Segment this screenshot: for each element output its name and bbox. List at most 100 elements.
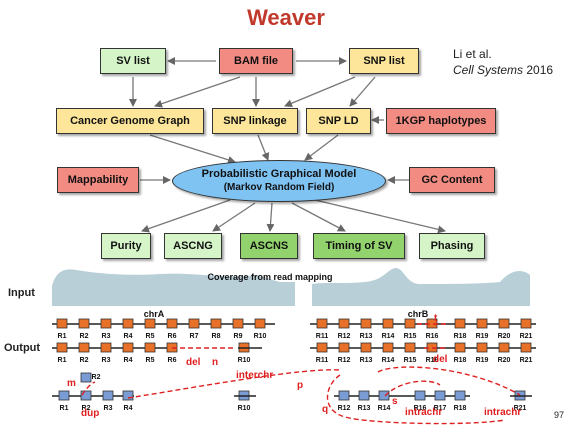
sv-list-node: SV list bbox=[100, 48, 166, 74]
coverage-chrA bbox=[52, 269, 295, 306]
segment-label: R20 bbox=[498, 357, 511, 364]
timing-of-sv-node: Timing of SV bbox=[313, 233, 405, 259]
event-s: s bbox=[392, 396, 398, 407]
model-subtitle: (Markov Random Field) bbox=[223, 182, 335, 193]
segment-r1 bbox=[56, 342, 68, 353]
segment-label: R1 bbox=[58, 333, 67, 340]
segment-label: R14 bbox=[382, 357, 395, 364]
event-m: m bbox=[67, 378, 76, 389]
segment-r3 bbox=[100, 342, 112, 353]
segment-r16 bbox=[414, 390, 426, 401]
event-del-chrB: del bbox=[433, 354, 448, 365]
segment-r4 bbox=[122, 342, 134, 353]
arrow-model-ascns bbox=[266, 202, 275, 232]
segment-r10 bbox=[254, 318, 266, 329]
segment-label: R6 bbox=[168, 333, 177, 340]
segment-label: R13 bbox=[360, 333, 373, 340]
segment-label: R18 bbox=[454, 357, 467, 364]
segment-label: R13 bbox=[358, 405, 371, 412]
chrB-label: chrB bbox=[408, 309, 429, 319]
segment-label: R1 bbox=[58, 357, 67, 364]
gc-content-node: GC Content bbox=[409, 167, 495, 193]
arrow-snplist-linkage bbox=[284, 76, 356, 108]
event-n: n bbox=[212, 357, 218, 368]
segment-label: R5 bbox=[146, 357, 155, 364]
segment-label: R19 bbox=[476, 357, 489, 364]
segment-r5 bbox=[144, 342, 156, 353]
snp-ld-node: SNP LD bbox=[306, 108, 371, 134]
probabilistic-model-node: Probabilistic Graphical Model (Markov Ra… bbox=[172, 160, 386, 202]
segment-label: R7 bbox=[190, 333, 199, 340]
segment-label: R18 bbox=[454, 333, 467, 340]
snp-linkage-node: SNP linkage bbox=[212, 108, 298, 134]
segment-r1 bbox=[56, 318, 68, 329]
phasing-node: Phasing bbox=[419, 233, 485, 259]
kgp-haplotypes-node: 1KGP haplotypes bbox=[386, 108, 496, 134]
segment-r20 bbox=[498, 342, 510, 353]
link-intrachr bbox=[377, 366, 521, 396]
event-intrachr-1: intrachr bbox=[405, 407, 442, 418]
segment-label: R21 bbox=[520, 333, 533, 340]
segment-label: R19 bbox=[476, 333, 489, 340]
input-label: Input bbox=[8, 287, 35, 299]
bam-file-node: BAM file bbox=[219, 48, 293, 74]
segment-label: R14 bbox=[378, 405, 391, 412]
event-interchr: interchr bbox=[236, 370, 273, 381]
segment-label: R4 bbox=[124, 357, 133, 364]
segment-r5 bbox=[144, 318, 156, 329]
segment-label: R16 bbox=[426, 357, 439, 364]
segment-r3 bbox=[102, 390, 114, 401]
segment-label: R12 bbox=[338, 333, 351, 340]
segment-label: R9 bbox=[234, 333, 243, 340]
segment-label: R2 bbox=[82, 405, 91, 412]
segment-r2 bbox=[78, 318, 90, 329]
link-q bbox=[326, 374, 506, 425]
segment-label: R10 bbox=[238, 405, 251, 412]
segment-r19 bbox=[476, 342, 488, 353]
segment-label: R5 bbox=[146, 333, 155, 340]
segment-r2-copy bbox=[80, 390, 92, 401]
model-title: Probabilistic Graphical Model bbox=[201, 168, 357, 180]
segment-label: R4 bbox=[124, 333, 133, 340]
segment-r4 bbox=[122, 318, 134, 329]
segment-r9 bbox=[232, 318, 244, 329]
cancer-genome-graph-node: Cancer Genome Graph bbox=[56, 108, 204, 134]
segment-r19 bbox=[476, 318, 488, 329]
segment-r12 bbox=[338, 342, 350, 353]
chrA-label: chrA bbox=[144, 309, 165, 319]
segment-r21 bbox=[520, 318, 532, 329]
segment-r4 bbox=[122, 390, 134, 401]
segment-label: R11 bbox=[316, 357, 329, 364]
segment-label: R3 bbox=[102, 333, 111, 340]
event-del-chrA: del bbox=[186, 357, 201, 368]
arrow-bam-cgg bbox=[154, 76, 241, 108]
segment-label: R18 bbox=[454, 405, 467, 412]
segment-label: R21 bbox=[520, 357, 533, 364]
segment-r13 bbox=[360, 318, 372, 329]
event-dup: dup bbox=[81, 408, 99, 419]
segment-r13 bbox=[360, 342, 372, 353]
segment-label: R2 bbox=[80, 333, 89, 340]
segment-label: R16 bbox=[426, 333, 439, 340]
segment-label: R8 bbox=[212, 333, 221, 340]
ascns-node: ASCNS bbox=[240, 233, 298, 259]
segment-r13 bbox=[358, 390, 370, 401]
event-p: p bbox=[297, 380, 303, 391]
segment-label: R3 bbox=[104, 405, 113, 412]
event-q: q bbox=[322, 404, 328, 415]
segment-label: R10 bbox=[238, 357, 251, 364]
segment-r11 bbox=[316, 342, 328, 353]
segment-label: R13 bbox=[360, 357, 373, 364]
segment-label: R15 bbox=[404, 333, 417, 340]
segment-r1 bbox=[58, 390, 70, 401]
segment-label: R15 bbox=[404, 357, 417, 364]
arrow-model-timing bbox=[291, 202, 346, 232]
ascng-node: ASCNG bbox=[164, 233, 222, 259]
arrow-cgg-model bbox=[149, 134, 236, 164]
snp-list-node: SNP list bbox=[349, 48, 419, 74]
